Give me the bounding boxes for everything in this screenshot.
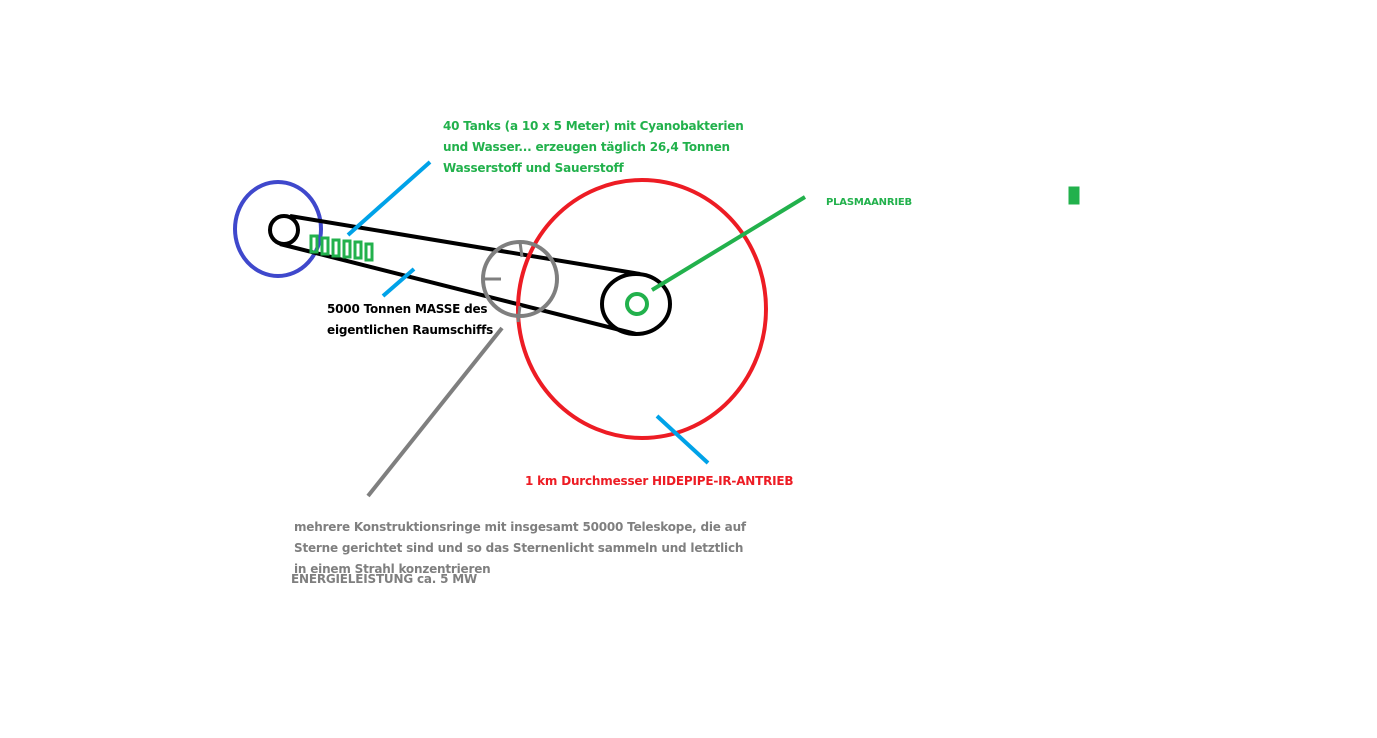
- drive-pointer-line: [655, 414, 710, 465]
- front-hub-circle: [268, 214, 300, 246]
- plasma-label: PLASMAANRIEB: [826, 197, 912, 208]
- rings-label-line: Sterne gerichtet sind und so das Sternen…: [294, 541, 744, 555]
- ring-tick: [516, 305, 522, 323]
- tanks-label-line: 40 Tanks (a 10 x 5 Meter) mit Cyanobakte…: [443, 119, 744, 133]
- stray-green-mark: [1068, 186, 1080, 205]
- plasma-pointer-line: [650, 195, 807, 292]
- tank: [342, 239, 352, 259]
- rings-pointer-line: [366, 326, 504, 498]
- rings-label: mehrere Konstruktionsringe mit insgesamt…: [294, 517, 746, 580]
- tanks-label-line: und Wasser... erzeugen täglich 26,4 Tonn…: [443, 140, 730, 154]
- drive-label: 1 km Durchmesser HIDEPIPE-IR-ANTRIEB: [525, 474, 794, 488]
- hull-top-line: [289, 214, 641, 276]
- hull-bottom-line: [279, 242, 637, 336]
- mass-label-line: 5000 Tonnen MASSE des: [327, 302, 488, 316]
- tank: [320, 236, 330, 256]
- tank: [353, 240, 363, 260]
- rings-label-line: mehrere Konstruktionsringe mit insgesamt…: [294, 520, 746, 534]
- tanks-label: 40 Tanks (a 10 x 5 Meter) mit Cyanobakte…: [443, 116, 744, 179]
- tanks-group: [309, 234, 374, 262]
- tank: [331, 238, 341, 258]
- rings-label-line: in einem Strahl konzentrieren: [294, 562, 491, 576]
- tanks-pointer-line: [346, 160, 432, 237]
- mass-label: 5000 Tonnen MASSE des eigentlichen Raums…: [327, 299, 493, 341]
- tank: [309, 234, 319, 254]
- front-blue-circle: [233, 180, 323, 278]
- tank: [364, 242, 374, 262]
- ring-tick: [518, 241, 524, 258]
- rear-hub-ellipse: [600, 272, 672, 336]
- hidepipe-drive-circle: [516, 178, 768, 440]
- tanks-label-line: Wasserstoff und Sauerstoff: [443, 161, 624, 175]
- mass-pointer-line: [381, 267, 416, 298]
- plasma-drive-circle: [625, 292, 649, 316]
- mass-label-line: eigentlichen Raumschiffs: [327, 323, 494, 337]
- energy-label: ENERGIELEISTUNG ca. 5 MW: [291, 572, 477, 586]
